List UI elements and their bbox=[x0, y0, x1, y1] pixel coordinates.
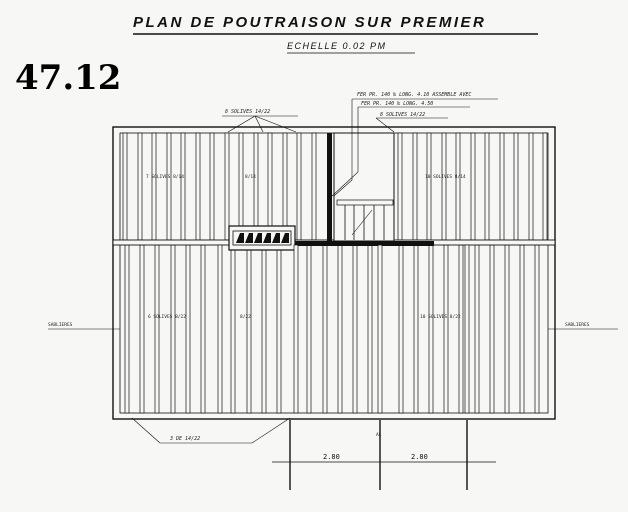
upper-joist bbox=[455, 132, 461, 241]
label-upper-mid: 8/14 bbox=[245, 174, 256, 180]
label-lower-mid: 8/22 bbox=[240, 314, 251, 320]
flue bbox=[245, 233, 253, 243]
callout-solives-top-right: 8 SOLIVES 14/22 bbox=[380, 112, 425, 118]
lower-joist bbox=[443, 244, 449, 414]
lower-joist bbox=[489, 244, 495, 414]
upper-joist bbox=[209, 132, 215, 241]
lower-joist bbox=[352, 244, 358, 414]
lower-joist bbox=[200, 244, 206, 414]
chimney-block bbox=[228, 225, 296, 251]
dimension-label-2: 2.80 bbox=[411, 453, 428, 461]
lower-joist bbox=[139, 244, 145, 414]
lower-joist bbox=[428, 244, 434, 414]
lower-joist bbox=[337, 244, 343, 414]
lower-joist bbox=[261, 244, 267, 414]
callout-iron-2: FER PR. 140 ‰ LONG. 4.50 bbox=[361, 101, 433, 107]
upper-joist bbox=[311, 132, 317, 241]
upper-joist bbox=[426, 132, 432, 241]
lower-joist bbox=[474, 244, 480, 414]
lower-joists bbox=[124, 244, 540, 414]
upper-joist bbox=[224, 132, 230, 241]
lower-joist bbox=[276, 244, 282, 414]
lower-joist bbox=[322, 244, 328, 414]
lower-joist bbox=[246, 244, 252, 414]
upper-joist bbox=[195, 132, 201, 241]
callout-solives-top-left: 8 SOLIVES 14/22 bbox=[225, 109, 270, 115]
flue bbox=[272, 233, 280, 243]
dimension-label-1: 2.80 bbox=[323, 453, 340, 461]
upper-joist bbox=[470, 132, 476, 241]
callout-iron-leaders bbox=[331, 99, 395, 236]
dimension-line bbox=[272, 420, 496, 490]
upper-joist bbox=[238, 132, 244, 241]
side-label-right: SABLIERES bbox=[565, 322, 590, 328]
upper-joist bbox=[528, 132, 534, 241]
lower-joist bbox=[170, 244, 176, 414]
flue bbox=[281, 233, 289, 243]
upper-joist bbox=[282, 132, 288, 241]
lower-trimmer-far-right bbox=[464, 244, 470, 414]
label-upper-left: 7 SOLIVES 8/14 bbox=[146, 174, 184, 180]
upper-joist bbox=[180, 132, 186, 241]
lower-joist bbox=[154, 244, 160, 414]
chimney-flues bbox=[236, 233, 289, 243]
drawing-scale: ECHELLE 0.02 PM bbox=[287, 41, 387, 51]
upper-joist bbox=[441, 132, 447, 241]
flue bbox=[236, 233, 244, 243]
lower-joist bbox=[534, 244, 540, 414]
plan-outline bbox=[112, 126, 556, 420]
lower-joist bbox=[124, 244, 130, 414]
label-lower-right: 10 SOLIVES 8/22 bbox=[420, 314, 461, 320]
upper-joist bbox=[253, 132, 259, 241]
label-lower-left: 6 SOLIVES 8/22 bbox=[148, 314, 186, 320]
upper-joist bbox=[122, 132, 128, 241]
lower-joist bbox=[519, 244, 525, 414]
label-upper-right: 10 SOLIVES 8/14 bbox=[425, 174, 466, 180]
lower-joist bbox=[306, 244, 312, 414]
upper-joist bbox=[137, 132, 143, 241]
side-label-left: SABLIERES bbox=[48, 322, 73, 328]
upper-joist bbox=[166, 132, 172, 241]
lower-trimmer-left bbox=[217, 244, 223, 414]
lower-trimmer-right bbox=[377, 244, 383, 414]
callout-bottom: 3 DE 14/22 bbox=[169, 436, 200, 442]
sheet-number: 47.12 bbox=[15, 58, 121, 98]
lower-joist bbox=[398, 244, 404, 414]
upper-joist bbox=[267, 132, 273, 241]
flue bbox=[254, 233, 262, 243]
upper-joist bbox=[151, 132, 157, 241]
lower-joist bbox=[185, 244, 191, 414]
upper-joist bbox=[542, 132, 548, 241]
flue bbox=[263, 233, 271, 243]
opening-trimmers bbox=[336, 199, 394, 240]
lower-joist bbox=[367, 244, 373, 414]
steel-beam-horizontal bbox=[291, 241, 434, 246]
callout-solives-top-left-leaders bbox=[227, 115, 297, 133]
upper-joist bbox=[397, 132, 403, 241]
lower-joist bbox=[458, 244, 464, 414]
callout-bottom-leaders bbox=[131, 417, 291, 444]
upper-joist bbox=[296, 132, 302, 241]
steel-beam-vertical bbox=[327, 133, 332, 243]
upper-joist bbox=[484, 132, 490, 241]
drawing-title: PLAN DE POUTRAISON SUR PREMIER bbox=[133, 14, 486, 31]
callout-iron-1: FER PR. 140 ‰ LONG. 4.10 ASSEMBLE AVEC bbox=[357, 92, 471, 98]
upper-joist bbox=[412, 132, 418, 241]
lower-joist bbox=[230, 244, 236, 414]
lower-trimmer-center bbox=[293, 244, 299, 414]
upper-joist bbox=[499, 132, 505, 241]
axis-mark: AL bbox=[376, 432, 382, 438]
upper-joist bbox=[513, 132, 519, 241]
lower-joist bbox=[504, 244, 510, 414]
lower-joist bbox=[413, 244, 419, 414]
